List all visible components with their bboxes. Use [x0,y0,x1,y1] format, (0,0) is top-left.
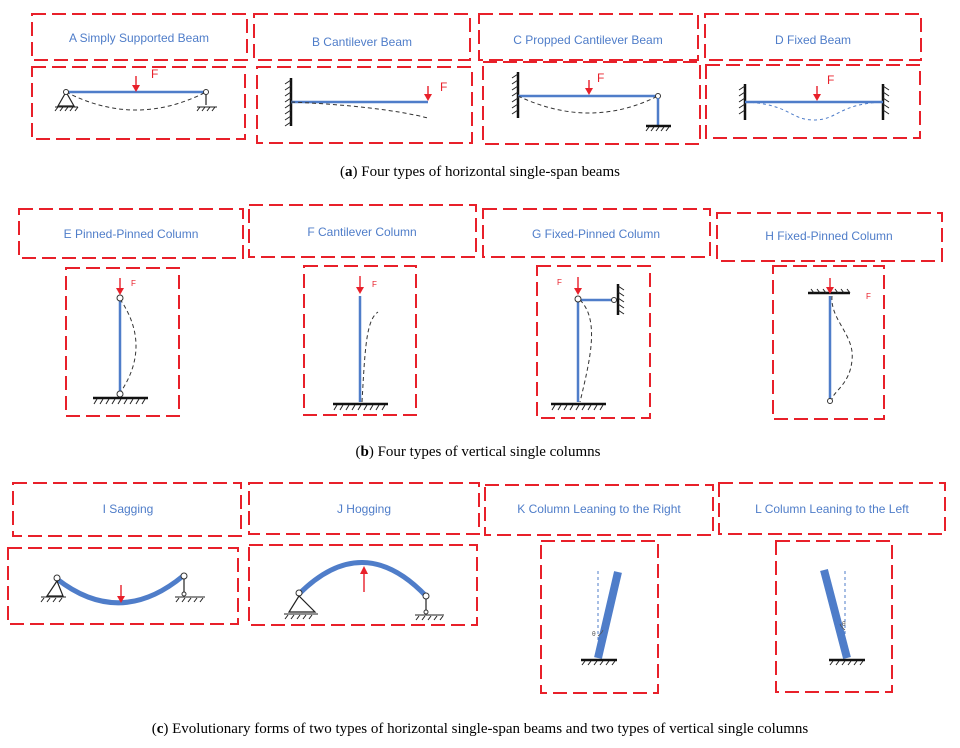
force-label-e: F [131,279,136,288]
diagram-box-j [248,544,478,626]
panel-label-l: L Column Leaning to the Left [755,502,909,516]
angle-label-k: θ [592,631,596,638]
column-leaning-left: θ [820,568,865,666]
fixed-pinned-column-g: F [551,277,625,411]
panel-label-g: G Fixed-Pinned Column [532,227,660,241]
diagram-box-f [303,265,417,416]
label-box-b [253,13,471,61]
panel-label-k: K Column Leaning to the Right [517,502,681,516]
panel-label-e: E Pinned-Pinned Column [64,227,199,241]
diagram-box-c [482,61,701,145]
panel-label-a: A Simply Supported Beam [69,31,209,45]
cantilever-beam: F [284,78,447,127]
angle-label-l: θ [842,621,846,628]
panel-label-f: F Cantilever Column [307,225,416,239]
caption-c: (c) Evolutionary forms of two types of h… [152,721,809,737]
column-leaning-right: θ [581,568,622,666]
fixed-beam: F [738,73,890,121]
sagging-beam [40,572,205,606]
label-box-k [484,484,714,536]
diagram-box-k [540,540,659,694]
caption-a: (a) Four types of horizontal single-span… [340,164,620,180]
label-box-f [248,204,477,258]
label-box-i [12,482,242,537]
label-box-g [482,208,711,258]
panel-label-j: J Hogging [337,502,391,516]
caption-b: (b) Four types of vertical single column… [356,444,601,460]
fixed-pinned-column-h: F [808,278,871,404]
diagram-box-l [775,540,893,693]
label-box-a [31,13,248,61]
force-label-a: F [151,67,158,81]
panel-label-c: C Propped Cantilever Beam [513,33,662,47]
force-label-f: F [372,280,377,289]
panel-label-i: I Sagging [103,502,154,516]
propped-cantilever-beam: F [511,71,671,132]
force-label-c: F [597,71,604,85]
panel-label-b: B Cantilever Beam [312,35,412,49]
label-box-c [478,13,699,61]
cantilever-column: F [333,276,388,411]
diagram-box-e [65,267,180,417]
force-label-h: F [866,292,871,301]
diagram-box-a [31,66,246,140]
label-box-h [716,212,943,262]
diagram-box-h [772,265,885,420]
force-label-d: F [827,73,834,87]
diagram-box-i [7,547,239,625]
diagram-box-g [536,265,651,419]
panel-label-d: D Fixed Beam [775,33,851,47]
label-box-l [718,482,946,535]
label-box-d [704,13,922,61]
panel-label-h: H Fixed-Pinned Column [765,229,892,243]
force-label-b: F [440,80,447,94]
pinned-pinned-column: F [93,278,148,405]
simply-supported-beam: F [54,67,217,112]
diagram-box-b [256,66,473,144]
force-label-g: F [557,278,562,287]
diagram-box-d [705,64,921,139]
label-box-e [18,208,244,259]
hogging-beam [284,560,444,621]
